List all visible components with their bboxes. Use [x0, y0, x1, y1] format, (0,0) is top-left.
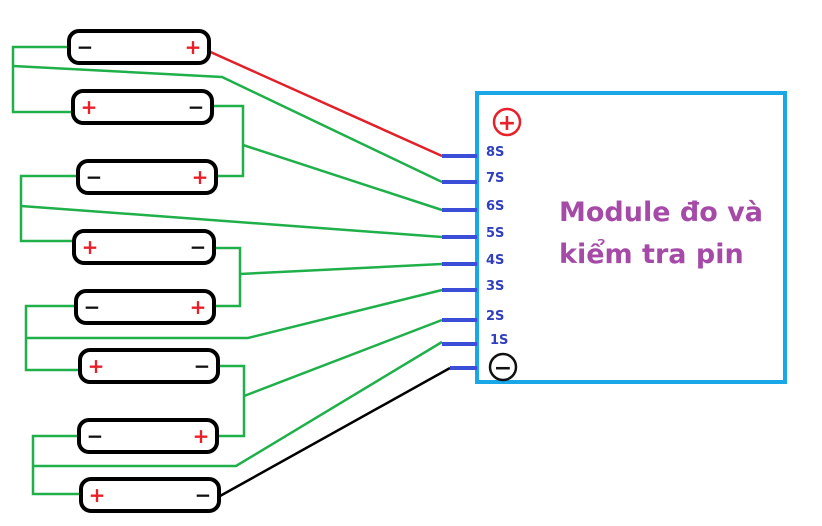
cell-right-terminal-sign: + [190, 295, 207, 319]
cell-right-terminal-sign: − [190, 235, 207, 259]
positive-lead-8s [205, 48, 443, 158]
cell-left-terminal-sign: − [84, 295, 101, 319]
pin-label: 1S [490, 333, 508, 348]
module-box [475, 91, 787, 384]
cell-right-terminal-sign: − [195, 483, 212, 507]
battery-cell-body [76, 159, 218, 195]
module-pins: 8S 7S 6S 5S 4S 3S 2S 1S [442, 145, 508, 370]
module-pin-6s: 6S [442, 199, 504, 214]
pin-label: 3S [486, 279, 504, 294]
battery-cell-body [79, 477, 221, 513]
cell-right-terminal-sign: − [188, 95, 205, 119]
module-title-line-2: kiểm tra pin [559, 237, 744, 270]
cell-right-terminal-sign: + [185, 35, 202, 59]
battery-cell-body [72, 229, 216, 265]
cell-left-terminal-sign: + [89, 483, 106, 507]
negative-terminal-symbol: − [494, 356, 512, 381]
series-link-3-4 [19, 174, 80, 243]
battery-cells: −++−−++−−++−−++− [67, 29, 221, 513]
cell-left-terminal-sign: + [88, 354, 105, 378]
negative-lead [219, 366, 451, 498]
series-link-1-2 [11, 45, 72, 114]
lead-1s [33, 340, 443, 468]
battery-cell-body [77, 418, 219, 454]
lead-2s [243, 318, 443, 398]
cell-left-terminal-sign: + [82, 235, 99, 259]
battery-cell-body [74, 289, 216, 325]
module-pin-7s: 7S [442, 171, 504, 186]
pin-label: 8S [486, 145, 504, 160]
pin-label: 7S [486, 171, 504, 186]
cell-left-terminal-sign: − [77, 35, 94, 59]
battery-cell-body [71, 89, 214, 125]
cell-left-terminal-sign: + [81, 95, 98, 119]
lead-5s [20, 204, 443, 239]
lead-7s [12, 64, 443, 184]
lead-3s [26, 288, 443, 340]
battery-cell-2: +− [71, 89, 214, 125]
lead-6s [242, 143, 443, 212]
positive-terminal-symbol: + [498, 111, 516, 136]
series-link-2-3 [212, 104, 245, 178]
module-pin-4s: 4S [442, 253, 504, 268]
module-pin-5s: 5S [442, 226, 504, 241]
cell-left-terminal-sign: − [86, 165, 103, 189]
pin-label: 2S [486, 309, 504, 324]
battery-cell-5: −+ [74, 289, 216, 325]
battery-cell-7: −+ [77, 418, 219, 454]
battery-cell-body [78, 348, 220, 384]
cell-right-terminal-sign: − [194, 354, 211, 378]
negative-terminal-icon: − [488, 352, 518, 382]
module-pin-2s: 2S [442, 309, 504, 324]
wires [11, 45, 451, 498]
cell-right-terminal-sign: + [193, 424, 210, 448]
battery-cell-8: +− [79, 477, 221, 513]
module-title-line-1: Module đo và [559, 197, 763, 228]
lead-4s [239, 262, 443, 276]
series-link-6-7 [214, 364, 246, 438]
cell-left-terminal-sign: − [87, 424, 104, 448]
pin-label: 5S [486, 226, 504, 241]
module-pin-3s: 3S [442, 279, 504, 294]
module-pin-1s: 1S [442, 333, 508, 348]
series-link-4-5 [212, 246, 242, 308]
module-pin-8s: 8S [442, 145, 504, 160]
battery-cell-1: −+ [67, 29, 211, 65]
pin-label: 6S [486, 199, 504, 214]
pin-label: 4S [486, 253, 504, 268]
battery-cell-3: −+ [76, 159, 218, 195]
battery-cell-body [67, 29, 211, 65]
positive-terminal-icon: + [492, 107, 522, 137]
battery-cell-6: +− [78, 348, 220, 384]
cell-right-terminal-sign: + [192, 165, 209, 189]
battery-cell-4: +− [72, 229, 216, 265]
